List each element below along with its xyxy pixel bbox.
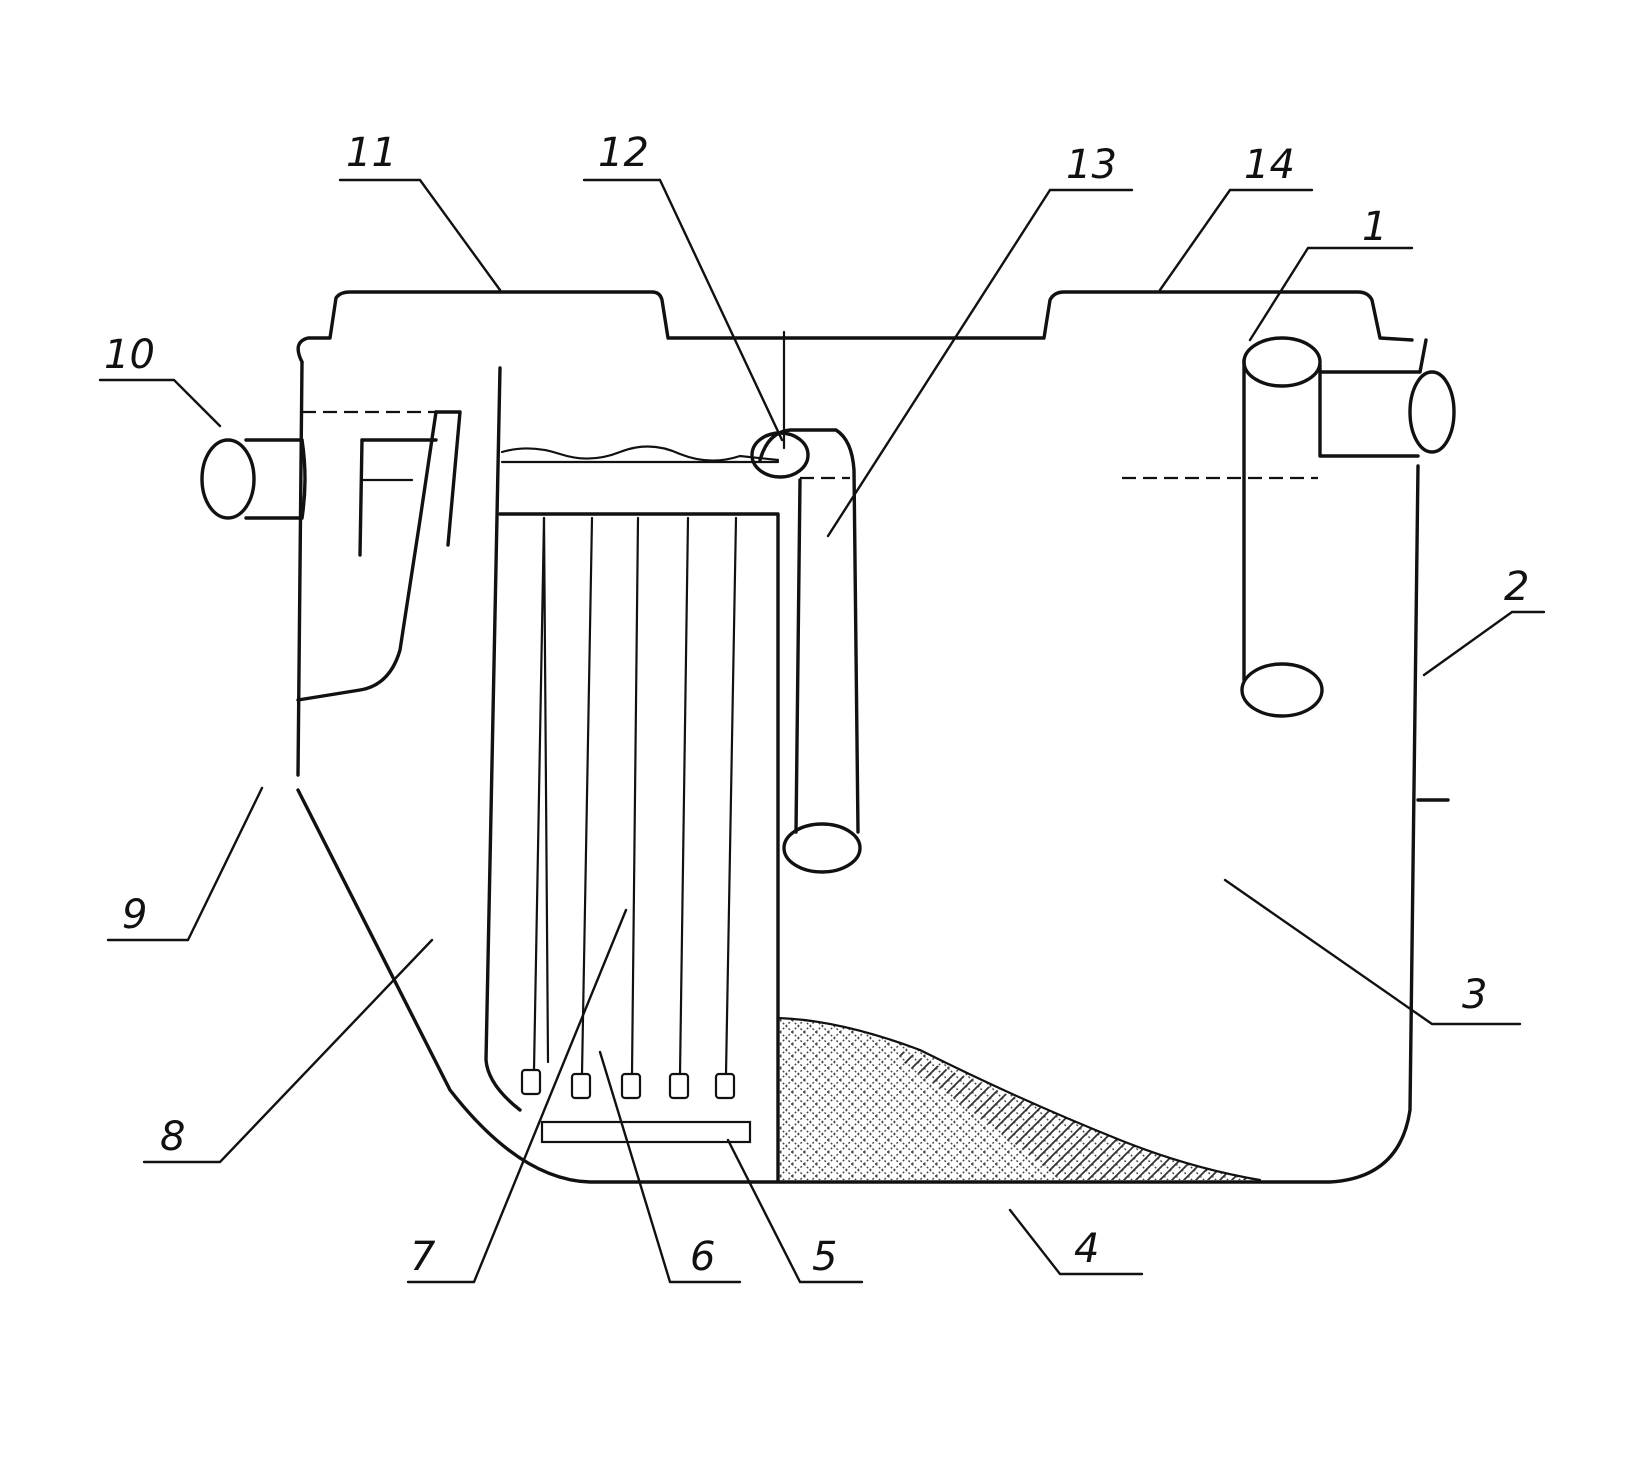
callout-1: 1 xyxy=(1362,204,1387,250)
callout-5: 5 xyxy=(812,1234,837,1280)
outlet-pipe xyxy=(1122,336,1456,802)
leader-8 xyxy=(142,938,434,1164)
filter-chamber xyxy=(484,366,780,1182)
callout-10: 10 xyxy=(104,332,155,378)
callout-3: 3 xyxy=(1462,972,1487,1018)
callout-12: 12 xyxy=(598,130,649,176)
tank-shell xyxy=(296,290,1420,1184)
callout-11: 11 xyxy=(346,130,397,176)
inlet-pipe xyxy=(200,438,307,520)
sludge-layer xyxy=(776,1016,1262,1182)
callout-4: 4 xyxy=(1074,1226,1099,1272)
callout-14: 14 xyxy=(1244,142,1295,188)
leader-11 xyxy=(338,178,502,292)
leader-1 xyxy=(1248,246,1414,342)
leader-2 xyxy=(1422,610,1546,677)
leader-14 xyxy=(1158,188,1314,292)
transfer-pipe xyxy=(750,330,862,874)
media-strings xyxy=(520,516,738,1100)
callout-6: 6 xyxy=(690,1234,715,1280)
leader-10 xyxy=(98,378,222,428)
leader-13 xyxy=(826,188,1134,538)
leader-9 xyxy=(106,786,264,942)
leader-4 xyxy=(1008,1208,1144,1276)
callout-13: 13 xyxy=(1066,142,1117,188)
callout-7: 7 xyxy=(410,1234,436,1280)
callout-9: 9 xyxy=(122,892,147,938)
leader-lines xyxy=(98,178,1546,1284)
callout-labels: 1 2 3 4 5 6 7 8 9 10 11 12 13 14 xyxy=(104,130,1529,1280)
leader-7 xyxy=(406,908,628,1284)
leader-3 xyxy=(1223,878,1522,1026)
leader-5 xyxy=(726,1138,864,1284)
leader-6 xyxy=(598,1050,742,1284)
callout-8: 8 xyxy=(160,1114,185,1160)
left-baffle xyxy=(296,410,462,702)
leader-12 xyxy=(582,178,784,442)
callout-2: 2 xyxy=(1504,564,1529,610)
